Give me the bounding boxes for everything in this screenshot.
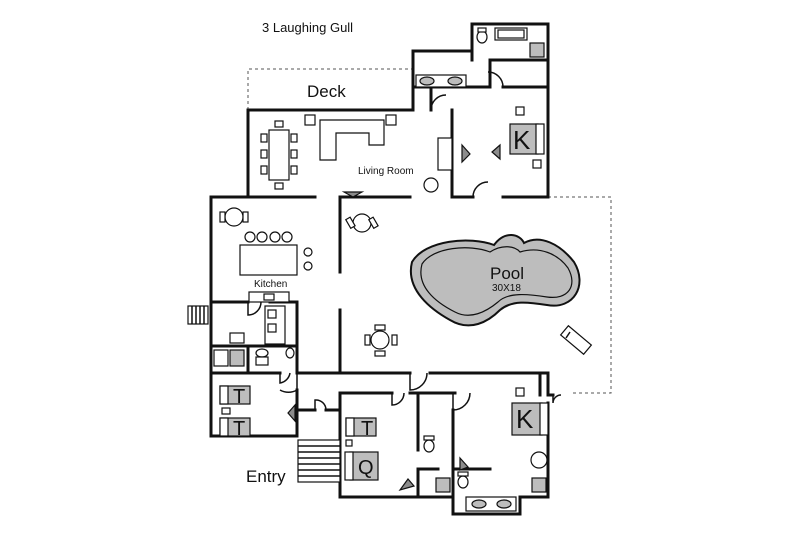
plan-title: 3 Laughing Gull — [262, 20, 353, 35]
fireplace — [437, 137, 471, 171]
entry-label: Entry — [246, 467, 286, 486]
king-bed-upper-letter: K — [513, 125, 531, 155]
twin-bed-2-letter: T — [233, 418, 245, 440]
twin-bed-3-letter: T — [361, 418, 373, 440]
patio-table-lower — [364, 324, 398, 357]
kitchen-cabinets — [229, 305, 286, 345]
kitchen-island — [239, 231, 313, 276]
dining-table — [260, 120, 298, 190]
breakfast-table — [219, 207, 249, 227]
twin-bed-1-letter: T — [233, 386, 245, 408]
sectional-sofa — [304, 114, 397, 161]
exterior-walls — [209, 22, 555, 516]
deck-label: Deck — [307, 82, 346, 101]
pool-deck-outline — [548, 196, 612, 394]
queen-bed-letter: Q — [358, 457, 374, 479]
living-room-label: Living Room — [358, 166, 414, 177]
accent-chair — [423, 177, 439, 193]
pool-size-label: 30X18 — [492, 283, 521, 294]
king-bed-lower — [459, 387, 549, 471]
lounge-chair — [559, 324, 593, 356]
tv-marker — [341, 191, 365, 198]
laundry-area — [213, 347, 295, 367]
patio-table-upper — [344, 213, 379, 233]
twin-queen-bedroom — [344, 417, 416, 492]
pool — [409, 234, 581, 327]
door-swings — [247, 71, 562, 411]
middle-bath-fixtures — [423, 435, 547, 512]
pool-label: Pool — [490, 264, 524, 283]
deck-outline — [247, 68, 413, 110]
kitchen-counter — [248, 291, 290, 303]
twin-bedroom-left — [219, 385, 296, 437]
side-stairs — [187, 305, 209, 325]
king-bed-upper — [491, 106, 545, 169]
master-bath-fixtures — [415, 27, 545, 88]
king-bed-lower-letter: K — [516, 404, 534, 434]
entry-stairs — [297, 439, 341, 483]
kitchen-label: Kitchen — [254, 279, 287, 290]
